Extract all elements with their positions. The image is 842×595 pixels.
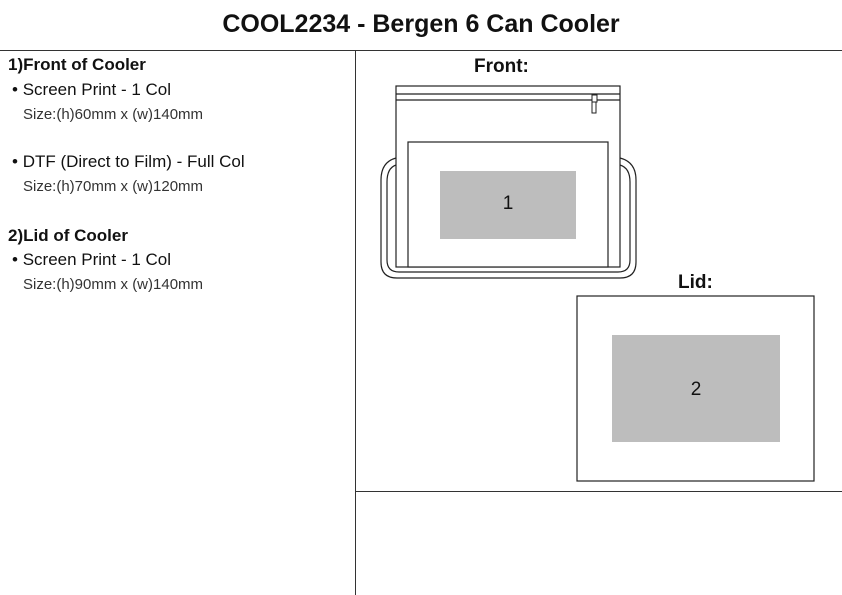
divider-vertical bbox=[355, 50, 356, 595]
bullet-item: • DTF (Direct to Film) - Full Col bbox=[12, 152, 245, 171]
method: DTF (Direct to Film) - Full Col bbox=[22, 152, 245, 171]
size-text: Size:(h)60mm x (w)140mm bbox=[23, 106, 204, 123]
lid-label: Lid: bbox=[678, 272, 713, 293]
method: Screen Print - 1 Col bbox=[22, 80, 172, 99]
zipper-pull-icon bbox=[591, 94, 598, 114]
page-title: COOL2234 - Bergen 6 Can Cooler bbox=[222, 10, 620, 38]
divider-right bbox=[355, 491, 842, 492]
method: Screen Print - 1 Col bbox=[22, 250, 172, 269]
print-area-1 bbox=[440, 171, 576, 239]
size-text: Size:(h)70mm x (w)120mm bbox=[23, 178, 204, 195]
print-area-2-label: 2 bbox=[690, 379, 702, 400]
handle bbox=[380, 157, 637, 279]
bullet-item: • Screen Print - 1 Col bbox=[12, 250, 172, 269]
section-heading-lid: 2)Lid of Cooler bbox=[8, 226, 128, 245]
bullet-item: • Screen Print - 1 Col bbox=[12, 80, 172, 99]
size-text: Size:(h)90mm x (w)140mm bbox=[23, 276, 204, 293]
print-area-2 bbox=[612, 335, 780, 442]
divider-top bbox=[0, 50, 842, 51]
print-area-1-label: 1 bbox=[502, 193, 514, 214]
section-heading-front: 1)Front of Cooler bbox=[8, 55, 146, 74]
front-label: Front: bbox=[474, 56, 529, 77]
